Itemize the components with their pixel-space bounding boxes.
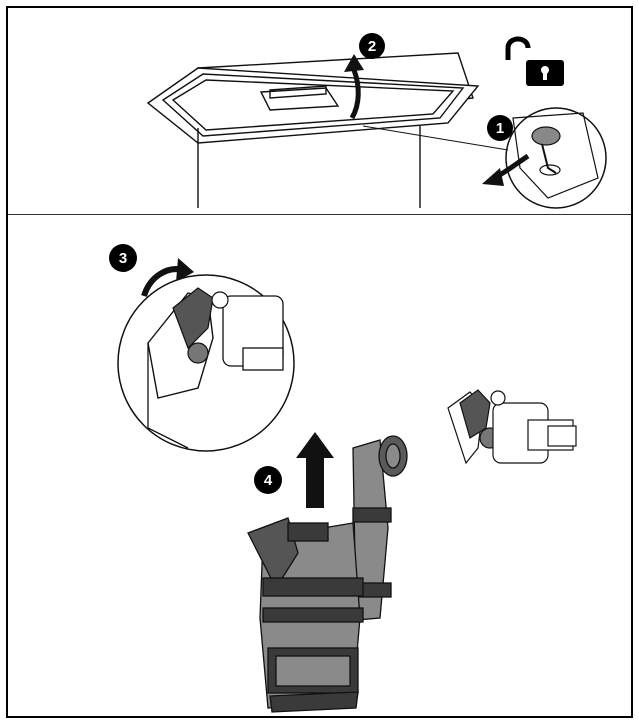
step-1-badge: 1	[487, 115, 513, 141]
step-3-number: 3	[119, 250, 127, 267]
step-3-badge: 3	[109, 244, 137, 272]
step-2-badge: 2	[359, 33, 385, 59]
filter-tray	[148, 53, 478, 208]
step-4-arrow	[296, 432, 334, 508]
step-4-badge: 4	[254, 466, 282, 494]
unlocked-padlock-icon	[508, 39, 564, 86]
diagram-canvas: 2 1	[8, 8, 633, 718]
pump-head-part	[448, 390, 576, 463]
pump-detail-inset	[118, 275, 294, 451]
step-2-number: 2	[368, 38, 376, 55]
instruction-diagram: 2 1	[6, 6, 633, 718]
step-1-number: 1	[496, 120, 504, 137]
step-4-number: 4	[264, 472, 273, 489]
